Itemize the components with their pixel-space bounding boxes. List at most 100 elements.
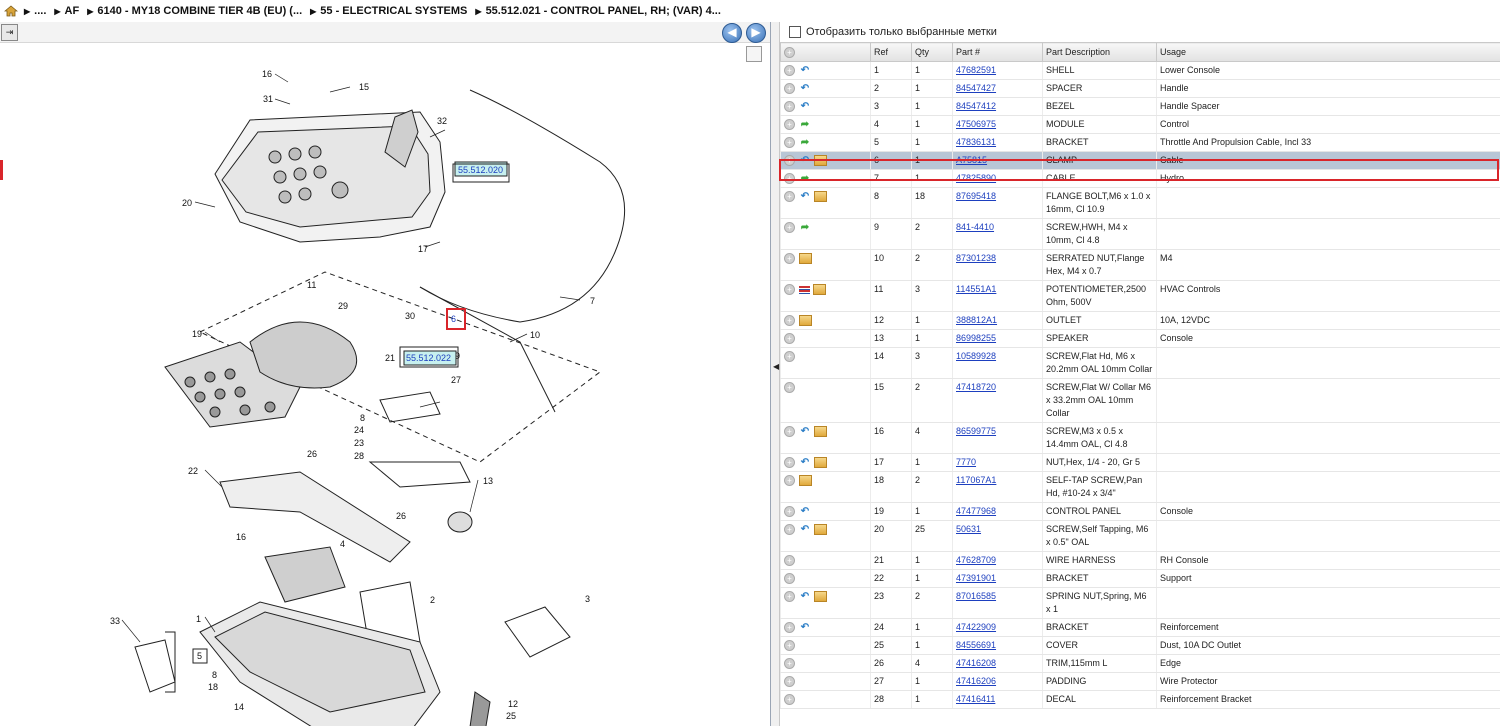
plus-icon[interactable]: +	[784, 591, 795, 602]
part-number-link[interactable]: 47477968	[956, 506, 997, 516]
plus-icon[interactable]: +	[784, 222, 795, 233]
part-number-link[interactable]: 10589928	[956, 351, 997, 361]
forward-arrow-icon[interactable]: ➦	[800, 221, 810, 233]
package-icon[interactable]	[799, 315, 812, 327]
part-number-link[interactable]: 84547427	[956, 83, 997, 93]
pane-splitter[interactable]: ◀	[771, 22, 780, 726]
collapse-icon[interactable]: ◀	[773, 362, 780, 371]
forward-arrow-icon[interactable]: ➦	[800, 172, 810, 184]
package-icon[interactable]	[814, 524, 827, 536]
part-number-link[interactable]: 47836131	[956, 137, 997, 147]
plus-icon[interactable]: +	[784, 573, 795, 584]
package-icon[interactable]	[813, 284, 826, 296]
plus-icon[interactable]: +	[784, 426, 795, 437]
part-number-link[interactable]: 7770	[956, 457, 977, 467]
part-number-link[interactable]: 388812A1	[956, 315, 998, 325]
part-number-link[interactable]: 84547412	[956, 101, 997, 111]
plus-icon[interactable]: +	[784, 351, 795, 362]
package-icon[interactable]	[799, 253, 812, 265]
refresh-arrow-icon[interactable]: ↶	[800, 64, 810, 76]
package-icon[interactable]	[814, 591, 827, 603]
refresh-arrow-icon[interactable]: ↶	[800, 621, 810, 633]
forward-arrow-icon[interactable]: ➦	[800, 136, 810, 148]
expand-button[interactable]: ⇥	[1, 24, 18, 41]
reference-link[interactable]: 55.512.020	[458, 165, 503, 175]
part-number-link[interactable]: A75815	[956, 155, 988, 165]
fullscreen-button[interactable]	[746, 46, 762, 62]
part-number-link[interactable]: 47682591	[956, 65, 997, 75]
breadcrumb-item[interactable]: 55.512.021 - CONTROL PANEL, RH; (VAR) 4.…	[485, 5, 721, 17]
column-header-part[interactable]: Part #	[952, 42, 1043, 62]
plus-icon[interactable]: +	[784, 622, 795, 633]
package-icon[interactable]	[814, 426, 827, 438]
plus-icon[interactable]: +	[784, 694, 795, 705]
part-number-link[interactable]: 86599775	[956, 426, 997, 436]
breadcrumb-item[interactable]: 6140 - MY18 COMBINE TIER 4B (EU) (...	[97, 5, 303, 17]
plus-icon[interactable]: +	[784, 155, 795, 166]
plus-icon[interactable]: +	[784, 640, 795, 651]
plus-icon[interactable]: +	[784, 333, 795, 344]
part-number-link[interactable]: 87016585	[956, 591, 997, 601]
plus-icon[interactable]: +	[784, 475, 795, 486]
column-header-usage[interactable]: Usage	[1156, 42, 1500, 62]
previous-button[interactable]: ◀	[722, 23, 742, 43]
plus-icon[interactable]: +	[784, 173, 795, 184]
part-number-link[interactable]: 50631	[956, 524, 982, 534]
part-number-link[interactable]: 841-4410	[956, 222, 995, 232]
column-header-qty[interactable]: Qty	[911, 42, 953, 62]
plus-icon[interactable]: +	[784, 382, 795, 393]
part-number-link[interactable]: 47825890	[956, 173, 997, 183]
plus-icon[interactable]: +	[784, 253, 795, 264]
refresh-arrow-icon[interactable]: ↶	[800, 190, 810, 202]
refresh-arrow-icon[interactable]: ↶	[800, 523, 810, 535]
plus-icon[interactable]: +	[784, 83, 795, 94]
part-number-link[interactable]: 87301238	[956, 253, 997, 263]
reference-link[interactable]: 55.512.022	[406, 353, 451, 363]
filter-checkbox[interactable]	[789, 26, 801, 38]
refresh-arrow-icon[interactable]: ↶	[800, 425, 810, 437]
part-number-link[interactable]: 84556691	[956, 640, 997, 650]
column-header-ref[interactable]: Ref	[870, 42, 912, 62]
forward-arrow-icon[interactable]: ➦	[800, 118, 810, 130]
package-icon[interactable]	[814, 155, 827, 167]
plus-icon[interactable]: +	[784, 46, 795, 58]
plus-icon[interactable]: +	[784, 284, 795, 295]
part-number-link[interactable]: 47416411	[956, 694, 996, 704]
expand-all-header[interactable]: +	[780, 42, 871, 62]
flag-icon[interactable]	[799, 285, 810, 294]
breadcrumb-item[interactable]: AF	[64, 5, 80, 17]
home-icon[interactable]	[3, 5, 19, 17]
package-icon[interactable]	[814, 191, 827, 203]
plus-icon[interactable]: +	[784, 457, 795, 468]
plus-icon[interactable]: +	[784, 101, 795, 112]
part-number-link[interactable]: 114551A1	[956, 284, 997, 294]
package-icon[interactable]	[814, 457, 827, 469]
part-number-link[interactable]: 47416206	[956, 676, 997, 686]
refresh-arrow-icon[interactable]: ↶	[800, 82, 810, 94]
refresh-arrow-icon[interactable]: ↶	[800, 100, 810, 112]
